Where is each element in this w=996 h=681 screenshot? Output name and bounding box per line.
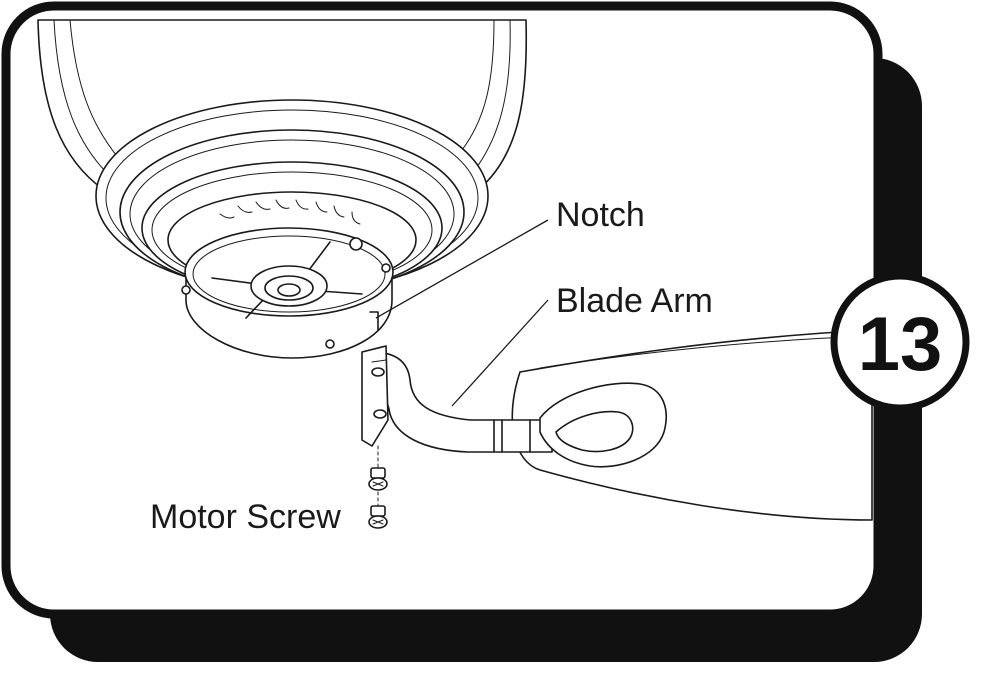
vent-slots xyxy=(219,199,361,225)
blade-arm xyxy=(361,345,667,468)
notch-label: Notch xyxy=(556,196,645,234)
motor-screws xyxy=(368,445,388,529)
step-number-badge: 13 xyxy=(830,272,970,412)
flywheel xyxy=(181,227,394,359)
blade-arm-label: Blade Arm xyxy=(556,282,713,320)
blade-arm-leader-line xyxy=(451,299,549,407)
fan-blade xyxy=(511,329,873,521)
notch-leader-line xyxy=(375,219,549,319)
step-number: 13 xyxy=(858,302,943,387)
motor-screw-lower xyxy=(368,505,388,529)
motor-screw-upper xyxy=(368,467,388,491)
motor-screw-label: Motor Screw xyxy=(150,498,341,536)
fan-motor-housing xyxy=(37,19,528,359)
